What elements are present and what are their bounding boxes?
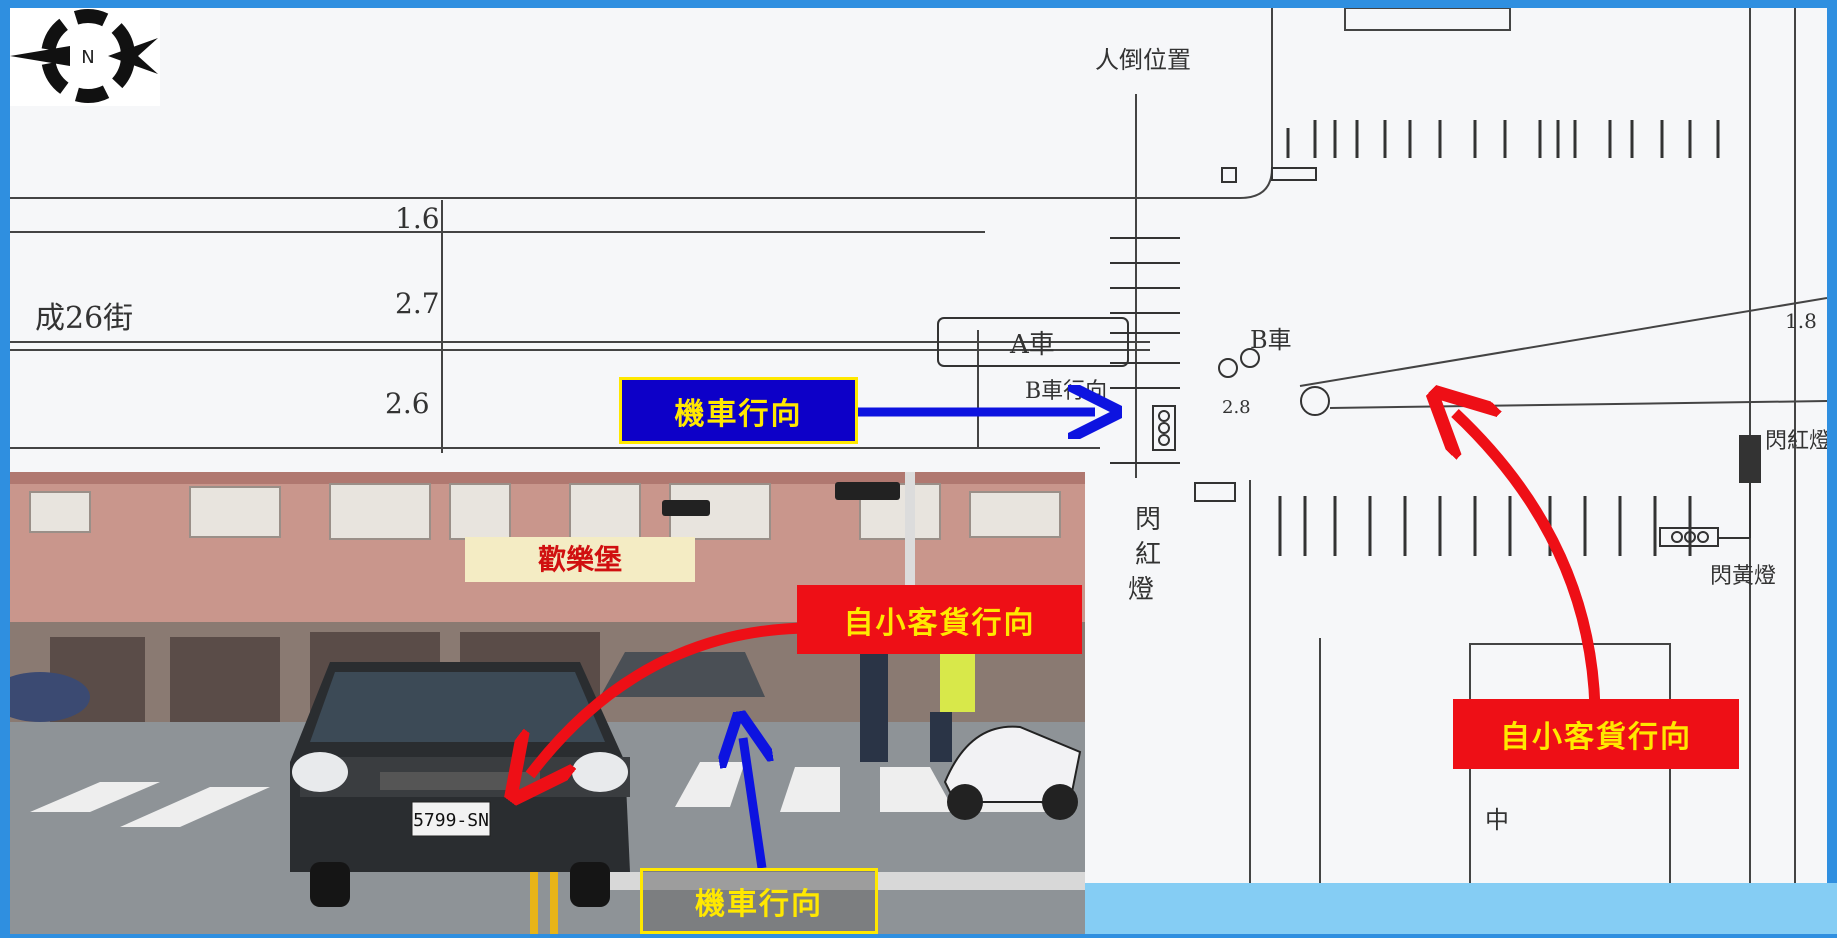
suv-car: 5799-SN — [290, 662, 630, 907]
flashing-red-1: 閃 — [1135, 505, 1161, 535]
motorcycle-direction-label-bottom: 機車行向 — [640, 868, 878, 934]
vehicle-a-outline — [937, 317, 1129, 367]
flashing-red-3: 燈 — [1128, 575, 1154, 605]
car-arrow-sketch — [1455, 413, 1601, 709]
shop-sign-text: 歡樂堡 — [538, 543, 622, 576]
vehicle-a-text: A車 — [1009, 330, 1055, 360]
flash-light-right: 閃紅燈 — [1765, 429, 1827, 454]
building-windows — [29, 483, 1061, 540]
measure-a-text: 2.8 — [1222, 397, 1251, 418]
license-plate: 5799-SN — [413, 810, 489, 831]
north-arrow-icon: N — [10, 8, 160, 106]
compass-letter: N — [81, 47, 94, 68]
crosswalk-top — [1286, 120, 1720, 158]
shop-sign — [465, 537, 695, 582]
traffic-light-sketch — [1152, 167, 1761, 547]
flashing-red-2: 紅 — [1135, 540, 1161, 570]
bottom-band — [1085, 883, 1837, 934]
person-position-text: 人倒位置 — [1095, 46, 1191, 74]
dim-3-text: 2.6 — [385, 387, 430, 420]
sketch-annotations: 人倒位置 成26街 1.6 2.7 2.6 A車 B車 B車行向 閃 紅 燈 閃… — [35, 46, 1831, 834]
motorcycle-b-sketch — [1218, 348, 1330, 416]
motorcycle-direction-label-top: 機車行向 — [619, 377, 858, 444]
flash-yellow-text: 閃黃燈 — [1710, 564, 1776, 589]
stop-lines — [1110, 237, 1180, 464]
street-name-text: 成26街 — [35, 301, 133, 336]
road-zhong-text: 中 — [1485, 806, 1509, 834]
motorcycle-arrow-photo — [743, 738, 762, 869]
car-direction-label-photo: 自小客貨行向 — [797, 585, 1082, 654]
dim-1-text: 1.6 — [395, 202, 440, 235]
crosswalk-bottom — [1278, 496, 1692, 556]
vehicle-b-text: B車 — [1250, 326, 1292, 354]
dim-2-text: 2.7 — [395, 287, 440, 320]
car-arrow-photo — [530, 622, 809, 775]
measure-b-text: 1.8 — [1785, 309, 1817, 333]
car-direction-label-sketch: 自小客貨行向 — [1453, 699, 1739, 769]
